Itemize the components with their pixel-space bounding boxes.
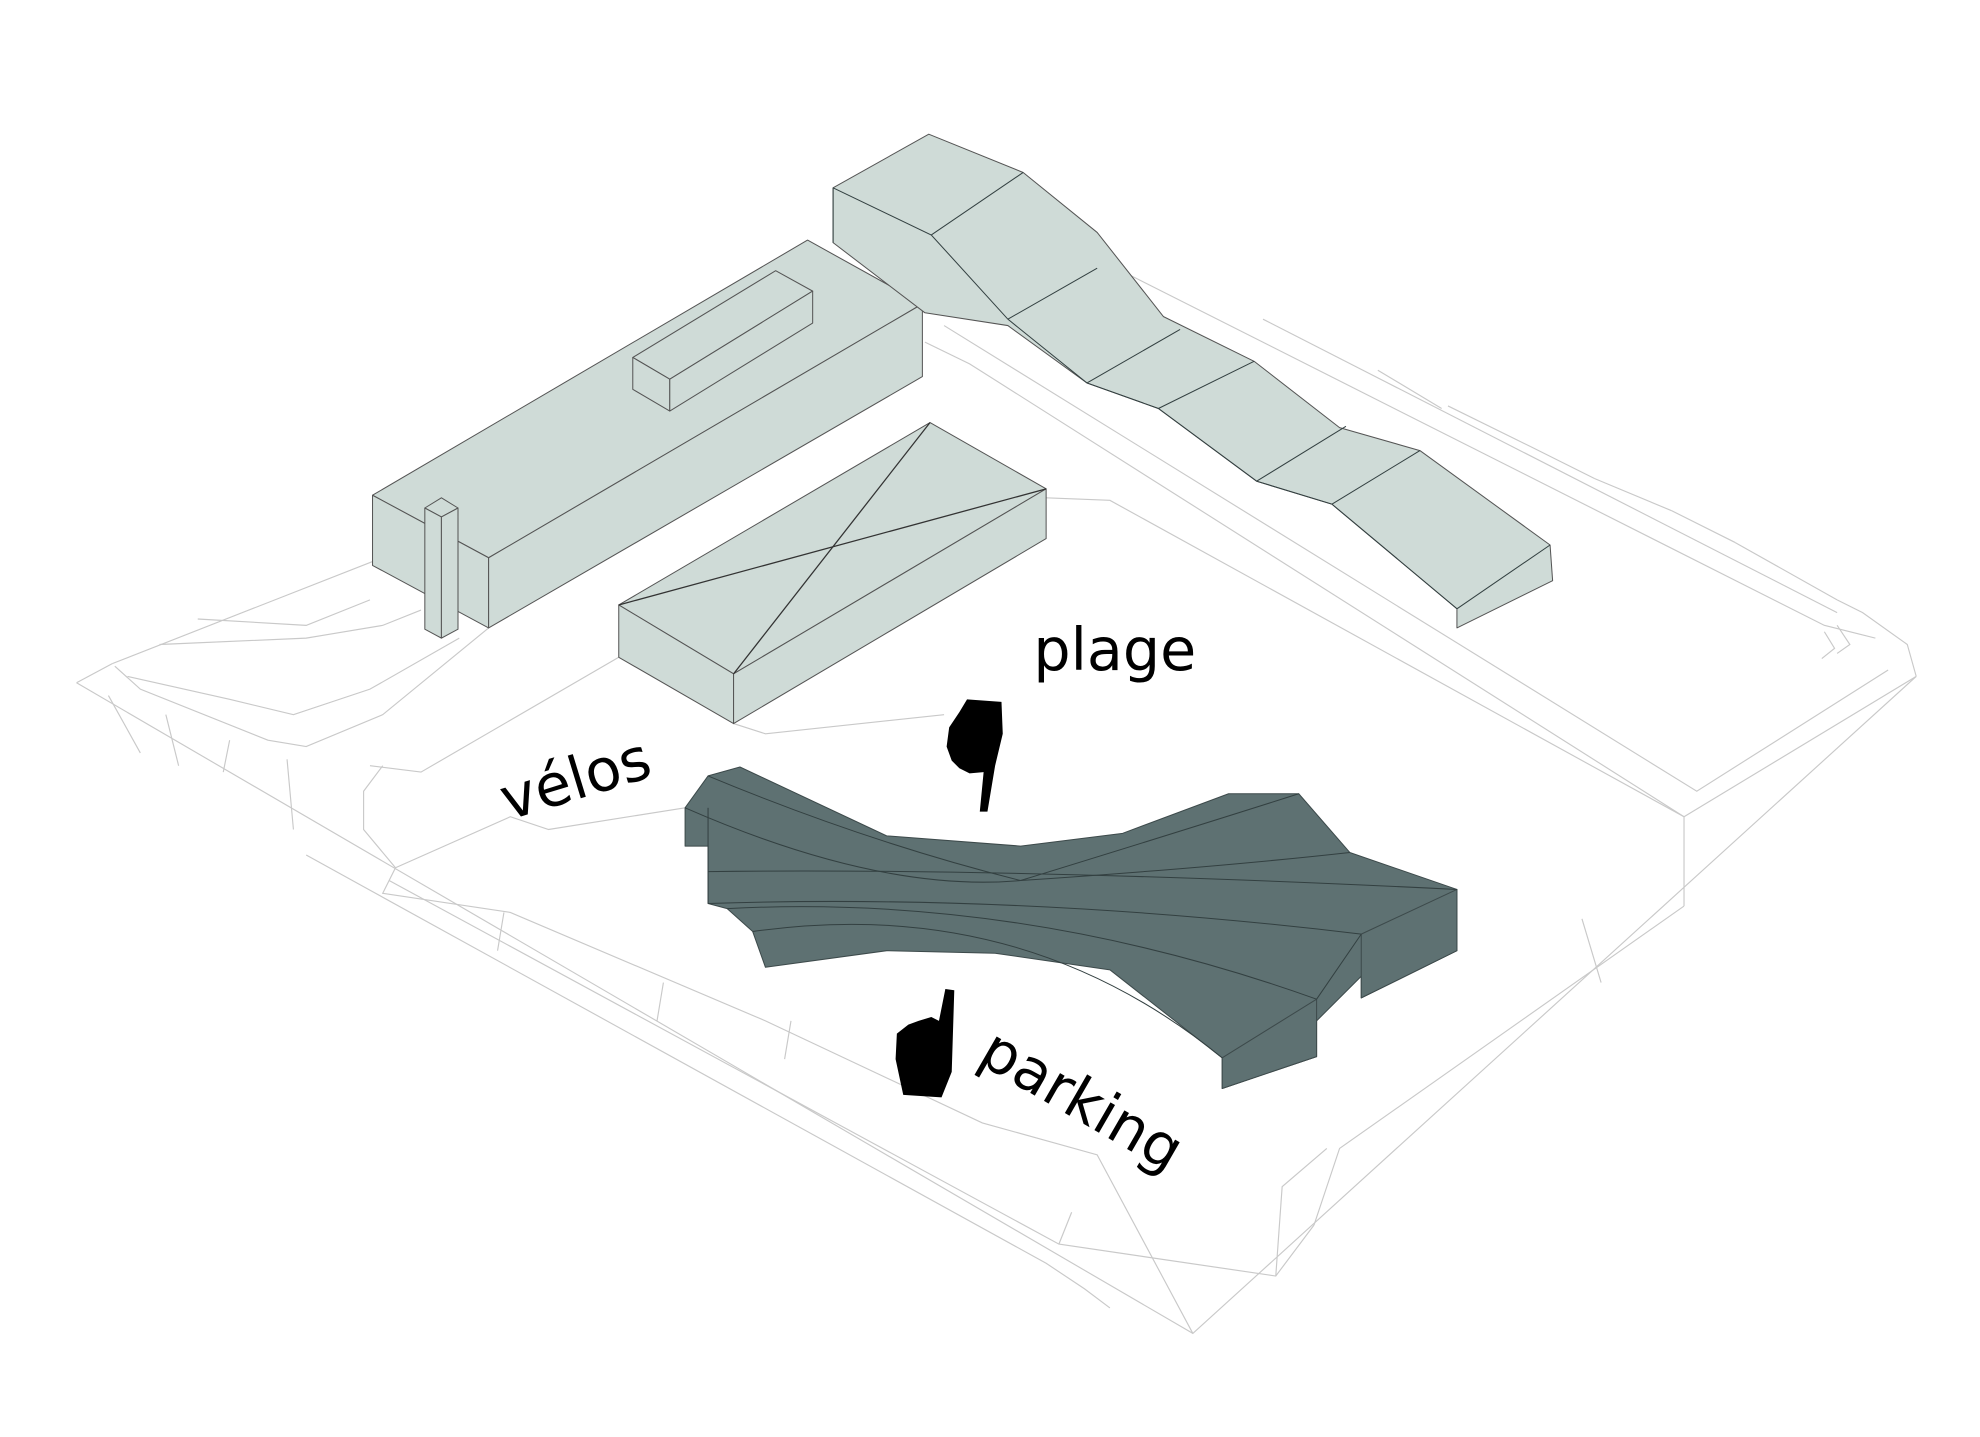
existing-tower	[424, 497, 459, 639]
pointing-hand-down-icon	[946, 699, 1003, 812]
label-velos: vélos	[492, 724, 659, 834]
label-plage: plage	[1033, 616, 1196, 684]
existing-building-hall	[618, 422, 1047, 725]
label-parking: parking	[969, 1015, 1195, 1185]
existing-building-stepped	[832, 133, 1554, 629]
new-canopy-building	[684, 766, 1458, 1089]
pointing-hand-up-icon	[895, 988, 955, 1098]
site-ground-lines	[76, 254, 1917, 1335]
